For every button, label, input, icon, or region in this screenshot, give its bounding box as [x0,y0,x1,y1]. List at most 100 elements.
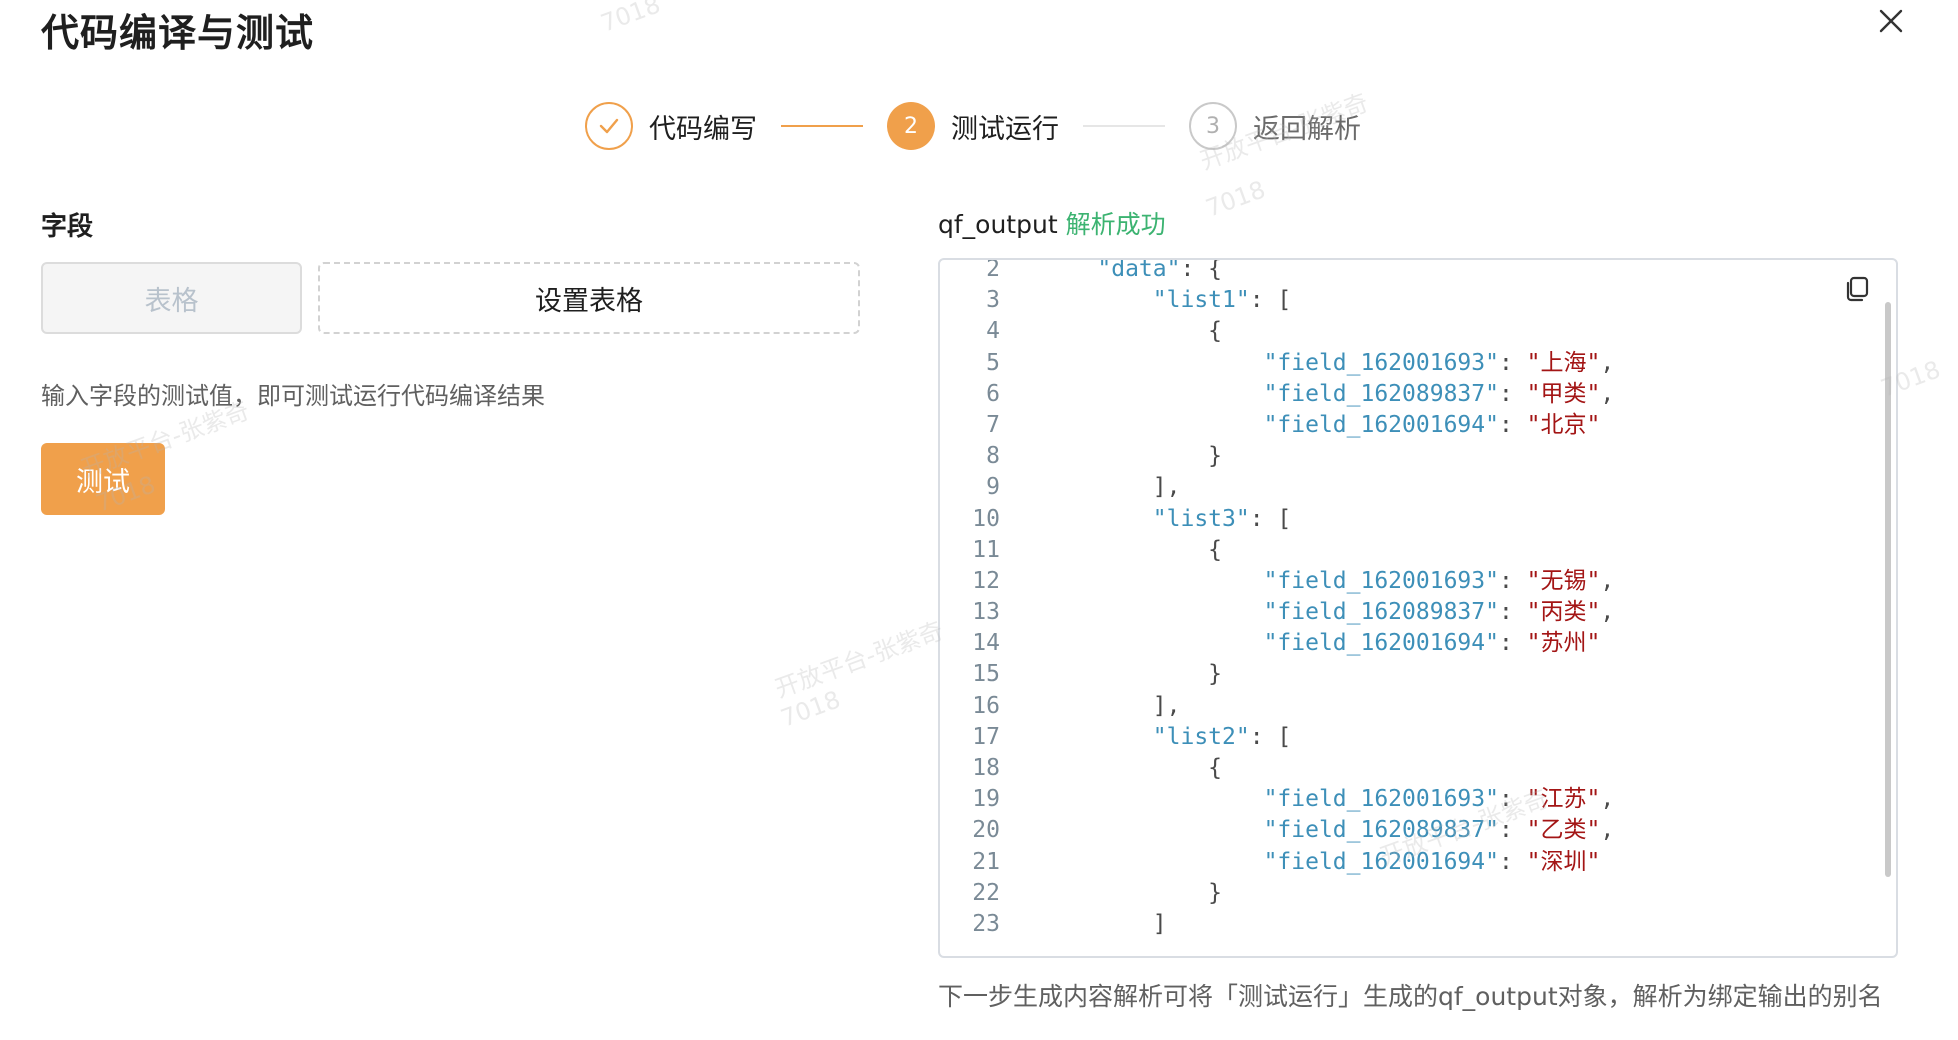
code-line: 5 "field_162001693": "上海", [940,348,1896,379]
json-string: "无锡" [1526,567,1601,594]
step-connector [1083,125,1165,127]
json-punctuation: , [1600,599,1615,626]
code-lines: 2 "data": {3 "list1": [4 {5 "field_16200… [940,258,1896,940]
json-key: "list3" [1152,505,1250,532]
code-line: 3 "list1": [ [940,285,1896,316]
watermark-id: 7018 [777,685,845,733]
code-line: 23 ] [940,909,1896,940]
watermark-id: 7018 [597,0,665,38]
code-line: 19 "field_162001693": "江苏", [940,784,1896,815]
step-number: 2 [887,102,935,150]
test-button[interactable]: 测试 [41,443,165,515]
fields-hint: 输入字段的测试值，即可测试运行代码编译结果 [41,382,545,410]
code-text: "field_162001694": "苏州" [1042,628,1601,659]
code-line: 10 "list3": [ [940,504,1896,535]
line-number: 8 [986,443,1000,470]
json-punctuation: { [1208,318,1223,345]
code-line: 15 } [940,659,1896,690]
scrollbar[interactable] [1885,302,1891,877]
check-icon [585,102,633,150]
json-punctuation: : [1498,567,1527,594]
line-number: 9 [986,474,1000,501]
step-number: 3 [1189,102,1237,150]
code-text: "field_162001693": "江苏", [1042,784,1615,815]
json-punctuation: : [ [1249,287,1292,314]
code-line: 4 { [940,316,1896,347]
line-number: 19 [972,786,1000,813]
json-key: "field_162089837" [1263,380,1499,407]
json-key: "field_162089837" [1263,817,1499,844]
steps-progress: 代码编写 2 测试运行 3 返回解析 [585,100,1361,152]
json-key: "data" [1097,258,1181,282]
line-number: 5 [986,349,1000,376]
code-line: 16 ], [940,691,1896,722]
step-label: 代码编写 [649,113,757,145]
line-number: 6 [986,380,1000,407]
step-connector [781,125,863,127]
json-key: "field_162001694" [1263,411,1499,438]
line-number: 12 [972,567,1000,594]
line-number: 14 [972,630,1000,657]
code-line: 17 "list2": [ [940,722,1896,753]
code-line: 9 ], [940,472,1896,503]
close-button[interactable] [1874,4,1908,38]
json-punctuation: , [1600,817,1615,844]
code-text: "list2": [ [1042,722,1291,753]
code-text: "field_162089837": "甲类", [1042,379,1615,410]
setup-table-button[interactable]: 设置表格 [318,262,860,334]
code-text: ], [1042,472,1181,503]
code-line: 11 { [940,535,1896,566]
json-string: "北京" [1526,411,1601,438]
code-text: } [1042,659,1222,690]
json-punctuation: : [1498,349,1527,376]
json-punctuation: } [1208,443,1223,470]
json-punctuation: , [1600,380,1615,407]
json-punctuation: : [1498,630,1527,657]
step-label: 返回解析 [1253,113,1361,145]
json-key: "field_162001694" [1263,848,1499,875]
json-punctuation: { [1208,536,1223,563]
json-punctuation: ] [1152,910,1167,937]
parse-status: 解析成功 [1065,210,1166,239]
json-punctuation: { [1208,755,1223,781]
json-punctuation: : [1498,380,1527,407]
json-punctuation: : [1498,599,1527,626]
code-line: 2 "data": { [940,258,1896,285]
json-string: "苏州" [1526,630,1601,657]
line-number: 22 [972,879,1000,906]
json-punctuation: : [ [1249,505,1292,532]
json-punctuation: , [1600,349,1615,376]
fields-heading: 字段 [41,212,94,242]
json-string: "上海" [1526,349,1601,376]
code-text: "field_162089837": "丙类", [1042,597,1615,628]
code-text: "field_162001694": "北京" [1042,410,1601,441]
json-punctuation: : { [1180,258,1223,282]
line-number: 10 [972,505,1000,532]
line-number: 15 [972,661,1000,688]
step-return-parse: 3 返回解析 [1189,102,1361,150]
json-key: "list2" [1152,723,1250,750]
code-line: 14 "field_162001694": "苏州" [940,628,1896,659]
line-number: 20 [972,817,1000,844]
code-text: "list3": [ [1042,504,1291,535]
code-text: { [1042,535,1222,566]
close-icon [1879,9,1903,33]
code-line: 22 } [940,878,1896,909]
line-number: 3 [986,287,1000,314]
code-line: 6 "field_162089837": "甲类", [940,379,1896,410]
line-number: 4 [986,318,1000,345]
step-test-run: 2 测试运行 [887,102,1059,150]
code-text: "list1": [ [1042,285,1291,316]
dialog-title: 代码编译与测试 [41,11,315,55]
code-text: "field_162089837": "乙类", [1042,815,1615,846]
footer-note: 下一步生成内容解析可将「测试运行」生成的qf_output对象，解析为绑定输出的… [938,982,1883,1011]
json-string: "丙类" [1526,599,1601,626]
json-string: "甲类" [1526,380,1601,407]
line-number: 21 [972,848,1000,875]
json-punctuation: , [1600,786,1615,813]
copy-icon[interactable] [1842,274,1872,304]
code-line: 7 "field_162001694": "北京" [940,410,1896,441]
json-punctuation: ], [1152,474,1181,501]
line-number: 23 [972,910,1000,937]
code-output-viewer[interactable]: 2 "data": {3 "list1": [4 {5 "field_16200… [938,258,1898,958]
